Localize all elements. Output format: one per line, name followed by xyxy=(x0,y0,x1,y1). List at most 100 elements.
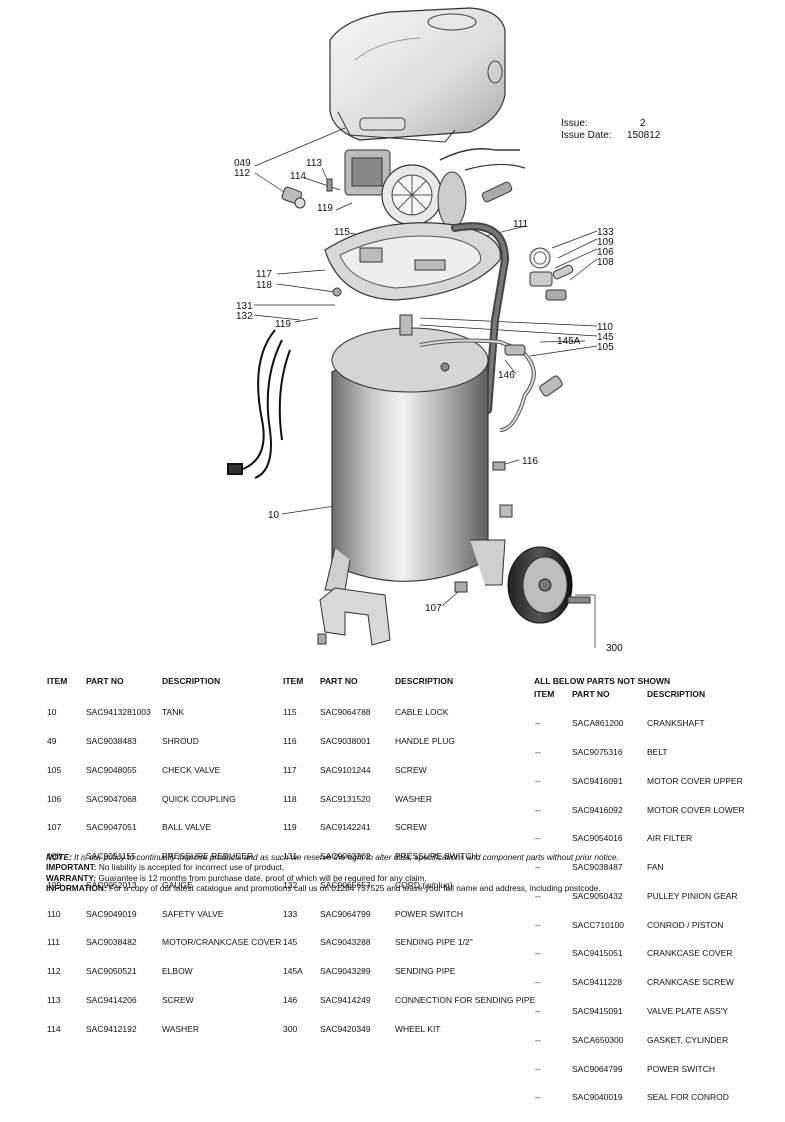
important-text: No liability is accepted for incorrect u… xyxy=(98,862,285,873)
table-cell: -- xyxy=(535,833,541,844)
table-cell: 111 xyxy=(47,937,60,948)
table-cell: SAC9416091 xyxy=(572,775,623,786)
table-cell: 119 xyxy=(283,822,297,833)
table-cell: BALL VALVE xyxy=(162,822,211,833)
table3-header-item: ITEM xyxy=(534,689,555,699)
table-cell: SAC9048055 xyxy=(86,764,137,775)
table-cell: SAC9049019 xyxy=(86,908,137,919)
table3-header-desc: DESCRIPTION xyxy=(647,689,706,699)
elbow-part xyxy=(281,178,333,209)
table-cell: 112 xyxy=(47,966,61,977)
table2-header-desc: DESCRIPTION xyxy=(395,676,454,686)
table-cell: 49 xyxy=(47,735,57,746)
motor-crankcase-part xyxy=(344,148,526,229)
table-cell: SAC9415051 xyxy=(572,948,623,959)
table-cell: 300 xyxy=(283,1023,298,1034)
table-cell: GAUGE xyxy=(162,879,193,890)
callout-109: 109 xyxy=(597,237,614,248)
information-line: INFORMATION: For a copy of our latest ca… xyxy=(46,883,766,893)
table-cell: 107 xyxy=(47,822,62,833)
table2-header-part: PART NO xyxy=(320,676,358,686)
table-cell: MOTOR COVER LOWER xyxy=(647,804,745,815)
table-cell: WASHER xyxy=(395,793,432,804)
table-cell: FAN xyxy=(647,862,664,873)
leader-lines xyxy=(253,127,598,648)
table-cell: -- xyxy=(535,1092,541,1103)
issue-label: Issue: xyxy=(561,118,588,129)
information-label: INFORMATION: xyxy=(46,883,107,894)
wheel-bracket xyxy=(324,504,513,591)
table-cell: 105 xyxy=(47,764,62,775)
table-cell: SAC9413281003 xyxy=(86,707,151,718)
note-label: NOTE: xyxy=(46,852,72,862)
table-cell: CORD (w/plug) xyxy=(395,879,453,890)
table-cell: WASHER xyxy=(162,1023,199,1034)
handle-plug-part xyxy=(492,461,506,471)
rubber-foot-part xyxy=(317,581,468,646)
callout-118: 118 xyxy=(256,280,272,291)
callout-110: 110 xyxy=(597,322,613,333)
callout-105: 105 xyxy=(597,342,614,353)
table-cell: SAC9038001 xyxy=(320,735,371,746)
table-cell: 113 xyxy=(47,995,61,1005)
table-cell: -- xyxy=(535,862,541,873)
table-cell: SAC9064799 xyxy=(320,908,371,919)
table-cell: POWER SWITCH xyxy=(395,908,463,919)
table-cell: -- xyxy=(535,718,541,729)
callout-106: 106 xyxy=(597,247,614,258)
callout-111: 111 xyxy=(513,219,529,230)
callout-116: 116 xyxy=(522,456,538,467)
callout-049: 049 xyxy=(234,158,251,169)
table-cell: 145A xyxy=(283,966,303,977)
table-cell: SAC9415091 xyxy=(572,1006,623,1016)
base-plate-part xyxy=(324,222,502,301)
issue-date-value: 150812 xyxy=(627,130,661,141)
callout-115: 115 xyxy=(334,227,350,238)
table-cell: 116 xyxy=(283,735,297,746)
table-cell: TANK xyxy=(162,707,185,718)
table-cell: SACA861200 xyxy=(572,718,624,729)
table-cell: SAFETY VALVE xyxy=(162,908,224,919)
table-cell: 108 xyxy=(47,851,62,862)
table-cell: SAC9047068 xyxy=(86,793,137,804)
table-cell: BELT xyxy=(647,746,668,757)
table-cell: 109 xyxy=(47,879,62,890)
table-cell: CONNECTION FOR SENDING PIPE xyxy=(395,995,536,1005)
table-cell: CABLE LOCK xyxy=(395,707,449,718)
gauge-valve-assembly xyxy=(529,247,574,301)
table-cell: SAC9051155 xyxy=(86,851,136,862)
table-cell: SAC9047051 xyxy=(86,822,137,833)
callout-117: 117 xyxy=(256,269,272,280)
table-cell: PRESSURE SWITCH xyxy=(395,851,478,862)
callout-107: 107 xyxy=(425,603,442,614)
table-cell: SAC9131520 xyxy=(320,793,371,804)
table3-item-column: -- -- -- -- -- -- -- -- -- -- -- -- -- -… xyxy=(535,700,544,1122)
callout-114: 114 xyxy=(290,171,306,182)
table-cell: SENDING PIPE xyxy=(395,966,456,977)
table-cell: SAC9414206 xyxy=(86,995,137,1005)
table3-desc-column: CRANKSHAFT BELT MOTOR COVER UPPER MOTOR … xyxy=(647,700,745,1122)
table-cell: SCREW xyxy=(395,822,427,833)
table-cell: MOTOR/CRANKCASE COVER xyxy=(162,937,282,948)
table-cell: SAC9043288 xyxy=(320,937,371,948)
callout-131: 131 xyxy=(236,301,253,312)
table-cell: QUICK COUPLING xyxy=(162,793,236,804)
callout-132: 132 xyxy=(236,311,253,322)
table-cell: 115 xyxy=(283,707,297,718)
pipe-connector xyxy=(504,344,526,356)
callout-10: 10 xyxy=(268,510,280,521)
table-cell: SAC9052013 xyxy=(86,879,137,890)
table-cell: 145 xyxy=(283,937,298,948)
table-cell: -- xyxy=(535,977,541,988)
callout-145: 145 xyxy=(597,332,614,343)
table-cell: SCREW xyxy=(395,764,427,775)
table-cell: 106 xyxy=(47,793,62,804)
table-cell: SAC9063202 xyxy=(320,851,371,862)
table-cell: SAC9050521 xyxy=(86,966,137,977)
table-cell: SAC9064788 xyxy=(320,707,371,718)
table-cell: SAC9420349 xyxy=(320,1023,371,1034)
sending-pipe xyxy=(419,339,535,431)
table3-part-column: SACA861200 SAC9075316 SAC9416091 SAC9416… xyxy=(572,700,624,1122)
table-cell: SHROUD xyxy=(162,735,199,746)
table-cell: SAC9054016 xyxy=(572,833,623,844)
